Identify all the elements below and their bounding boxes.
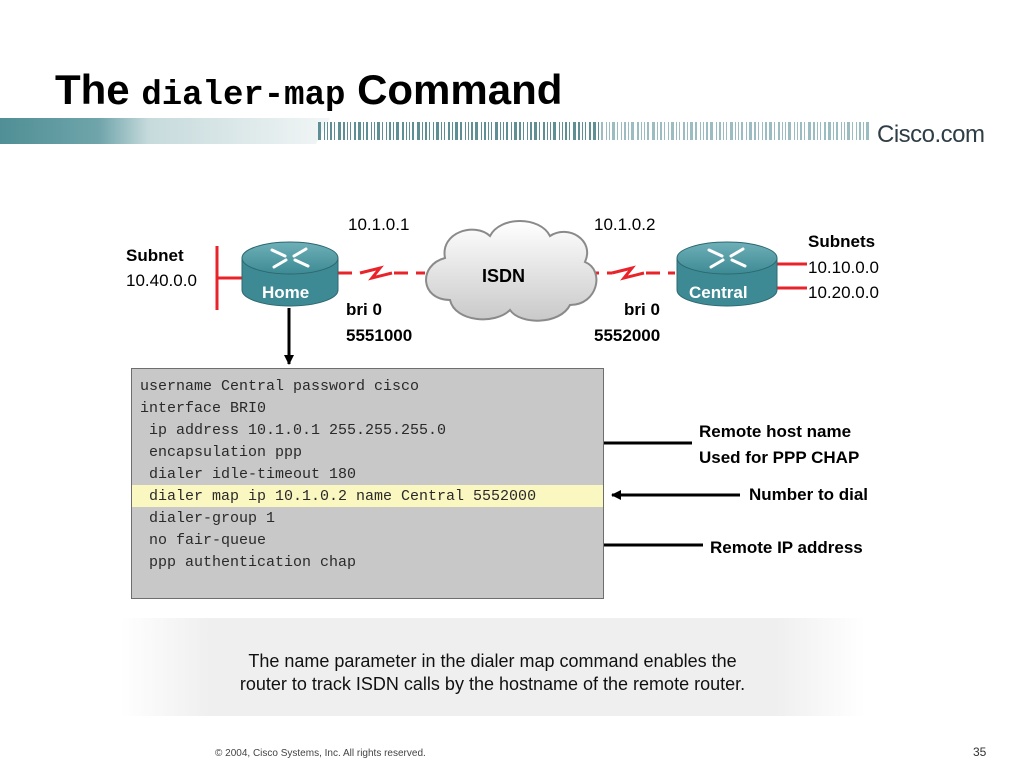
central-router [676,241,778,307]
caption-text: The name parameter in the dialer map com… [120,650,865,696]
isdn-cloud [425,220,598,322]
isdn-label: ISDN [482,266,526,286]
isdn-link-central [585,265,675,281]
page-number: 35 [973,745,987,759]
home-ip: 10.1.0.1 [348,215,410,234]
home-subnet-value: 10.40.0.0 [126,271,197,290]
central-subnets-heading: Subnets [808,232,876,251]
config-line: interface BRI0 [140,400,267,417]
caption-line-1: The name parameter in the dialer map com… [248,651,737,671]
home-router-label: Home [262,283,310,302]
cisco-logo: Cisco.com [877,121,985,148]
callout-number-to-dial: Number to dial [749,485,869,504]
copyright-footer: © 2004, Cisco Systems, Inc. All rights r… [215,748,426,759]
title-suffix: Command [357,66,563,113]
home-subnet-line [215,246,242,310]
central-subnet-lines [777,262,807,290]
title-prefix: The [55,66,130,113]
central-number: 5552000 [594,326,661,345]
config-line: username Central password cisco [140,378,420,395]
config-line: dialer-group 1 [140,510,276,527]
title-command: dialer-map [141,77,346,115]
home-subnet-heading: Subnet [126,246,184,265]
slide-title: The dialer-map Command [55,62,562,124]
central-interface: bri 0 [624,300,660,319]
callout-remote-ip: Remote IP address [710,538,863,557]
router-config-box: username Central password cisco interfac… [131,368,604,599]
config-line: ppp authentication chap [140,554,357,571]
highlighted-config-line [132,485,603,507]
home-number: 5551000 [346,326,413,345]
config-line: no fair-queue [140,532,267,549]
central-router-label: Central [689,283,748,302]
central-ip: 10.1.0.2 [594,215,656,234]
caption-band [120,618,865,716]
central-subnet-1: 10.10.0.0 [808,258,879,277]
config-line: encapsulation ppp [140,444,303,461]
barcode-stripes [318,122,869,140]
config-line: ip address 10.1.0.1 255.255.255.0 [140,422,447,439]
config-line-dialer-map: dialer map ip 10.1.0.2 name Central 5552… [140,488,537,505]
isdn-link-home [338,265,425,281]
config-line: dialer idle-timeout 180 [140,466,357,483]
callout-remote-host-name: Remote host name [699,422,852,441]
home-interface: bri 0 [346,300,382,319]
home-router [241,241,339,307]
callout-ppp-chap: Used for PPP CHAP [699,448,860,467]
caption-line-2: router to track ISDN calls by the hostna… [239,674,746,694]
central-subnet-2: 10.20.0.0 [808,283,879,302]
header-band [0,118,869,144]
